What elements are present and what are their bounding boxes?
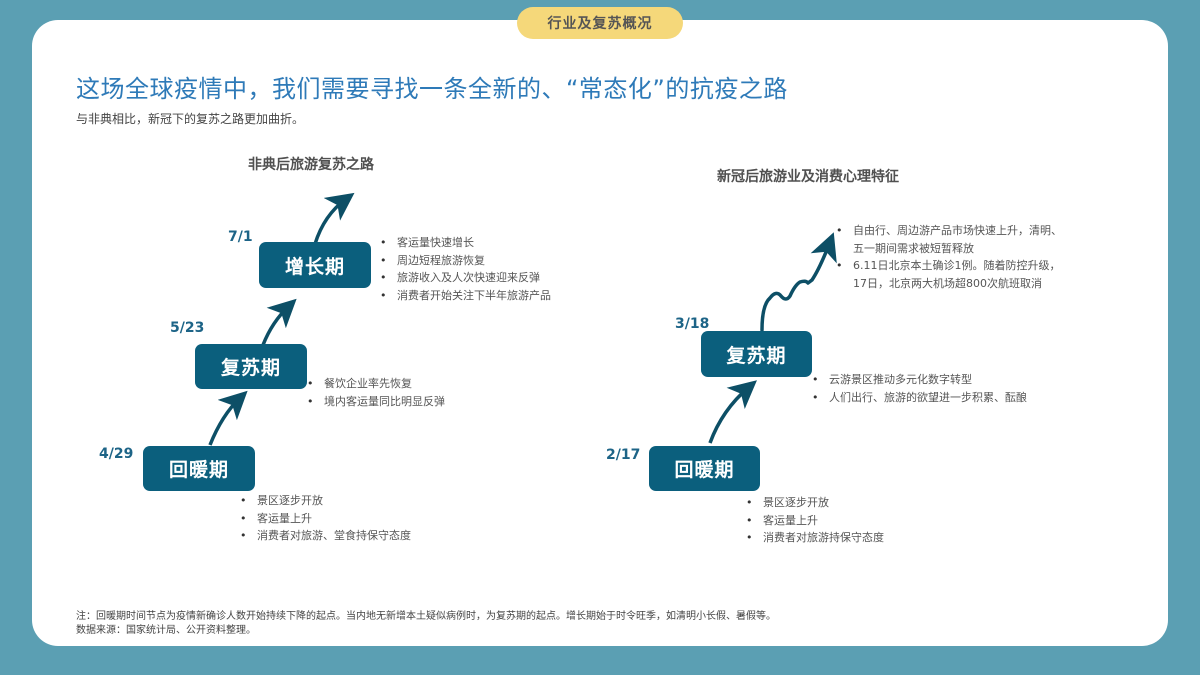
left-stage-recovery: 复苏期 xyxy=(195,344,307,389)
left-warm-bullets: 景区逐步开放 客运量上升 消费者对旅游、堂食持保守态度 xyxy=(240,492,411,545)
bullet-item: 周边短程旅游恢复 xyxy=(380,252,551,270)
right-date-recovery: 3/18 xyxy=(675,316,710,332)
bullet-item: 人们出行、旅游的欲望进一步积累、酝酿 xyxy=(812,389,1027,407)
bullet-item: 云游景区推动多元化数字转型 xyxy=(812,371,1027,389)
right-stage-warm: 回暖期 xyxy=(649,446,760,491)
left-date-recovery: 5/23 xyxy=(170,320,205,336)
bullet-item: 餐饮企业率先恢复 xyxy=(307,375,445,393)
bullet-item: 6.11日北京本土确诊1例。随着防控升级， xyxy=(836,257,1062,275)
bullet-item: 景区逐步开放 xyxy=(746,494,884,512)
bullet-item: 客运量上升 xyxy=(240,510,411,528)
page-title: 这场全球疫情中，我们需要寻找一条全新的、“常态化”的抗疫之路 xyxy=(76,75,788,103)
left-recovery-bullets: 餐饮企业率先恢复 境内客运量同比明显反弹 xyxy=(307,375,445,410)
bullet-item: 境内客运量同比明显反弹 xyxy=(307,393,445,411)
footnote-source: 数据来源：国家统计局、公开资料整理。 xyxy=(76,624,256,636)
footnote: 注：回暖期时间节点为疫情新确诊人数开始持续下降的起点。当内地无新增本土疑似病例时… xyxy=(76,610,776,637)
left-stage-growth: 增长期 xyxy=(259,242,371,288)
right-outlook-bullets: 自由行、周边游产品市场快速上升，清明、 五一期间需求被短暂释放 6.11日北京本… xyxy=(836,222,1062,292)
footnote-note: 注：回暖期时间节点为疫情新确诊人数开始持续下降的起点。当内地无新增本土疑似病例时… xyxy=(76,611,776,622)
right-warm-bullets: 景区逐步开放 客运量上升 消费者对旅游持保守态度 xyxy=(746,494,884,547)
right-date-warm: 2/17 xyxy=(606,447,641,463)
bullet-item: 消费者对旅游、堂食持保守态度 xyxy=(240,527,411,545)
left-date-warm: 4/29 xyxy=(99,446,134,462)
content-card xyxy=(32,20,1168,646)
section-badge: 行业及复苏概况 xyxy=(517,7,683,39)
bullet-item: 消费者对旅游持保守态度 xyxy=(746,529,884,547)
bullet-item: 客运量快速增长 xyxy=(380,234,551,252)
bullet-item: 客运量上升 xyxy=(746,512,884,530)
right-recovery-bullets: 云游景区推动多元化数字转型 人们出行、旅游的欲望进一步积累、酝酿 xyxy=(812,371,1027,406)
bullet-item-continuation: 五一期间需求被短暂释放 xyxy=(853,241,974,255)
bullet-item: 景区逐步开放 xyxy=(240,492,411,510)
left-diagram-title: 非典后旅游复苏之路 xyxy=(248,157,374,173)
right-stage-recovery: 复苏期 xyxy=(701,331,812,377)
page-subtitle: 与非典相比，新冠下的复苏之路更加曲折。 xyxy=(76,112,305,126)
right-diagram-title: 新冠后旅游业及消费心理特征 xyxy=(717,169,899,185)
bullet-item: 消费者开始关注下半年旅游产品 xyxy=(380,287,551,305)
bullet-item: 自由行、周边游产品市场快速上升，清明、 xyxy=(836,222,1062,240)
left-stage-warm: 回暖期 xyxy=(143,446,255,491)
bullet-item-continuation: 17日，北京两大机场超800次航班取消 xyxy=(853,276,1042,290)
left-date-growth: 7/1 xyxy=(228,229,253,245)
bullet-item: 旅游收入及人次快速迎来反弹 xyxy=(380,269,551,287)
left-growth-bullets: 客运量快速增长 周边短程旅游恢复 旅游收入及人次快速迎来反弹 消费者开始关注下半… xyxy=(380,234,551,304)
